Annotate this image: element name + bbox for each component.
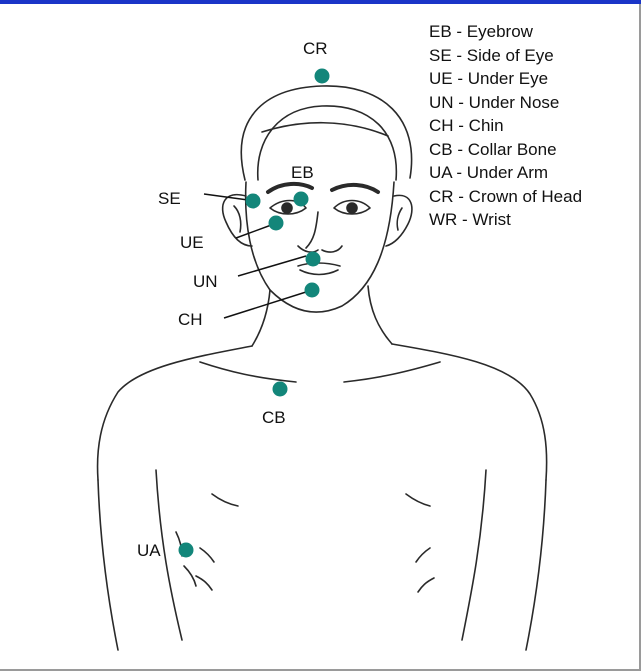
legend-item-ua: UA - Under Arm [429, 161, 582, 185]
legend-item-ue: UE - Under Eye [429, 67, 582, 91]
label-ue: UE [180, 233, 204, 252]
leader-lines [204, 194, 306, 318]
legend-item-ch: CH - Chin [429, 114, 582, 138]
point-ue-dot [269, 216, 284, 231]
point-cr-dot [315, 69, 330, 84]
legend-item-wr: WR - Wrist [429, 208, 582, 232]
point-ua-dot [179, 543, 194, 558]
label-ch: CH [178, 310, 203, 329]
label-cb: CB [262, 408, 286, 427]
label-eb: EB [291, 163, 314, 182]
point-se-dot [246, 194, 261, 209]
legend-item-se: SE - Side of Eye [429, 44, 582, 68]
point-un-dot [306, 252, 321, 267]
legend-item-eb: EB - Eyebrow [429, 20, 582, 44]
legend-item-un: UN - Under Nose [429, 91, 582, 115]
point-cb-dot [273, 382, 288, 397]
label-se: SE [158, 189, 181, 208]
legend: EB - Eyebrow SE - Side of Eye UE - Under… [429, 20, 582, 232]
label-cr: CR [303, 39, 328, 58]
legend-item-cb: CB - Collar Bone [429, 138, 582, 162]
legend-item-cr: CR - Crown of Head [429, 185, 582, 209]
label-ua: UA [137, 541, 161, 560]
point-labels: CR EB SE UE UN CH CB UA [137, 39, 328, 560]
point-ch-dot [305, 283, 320, 298]
point-eb-dot [294, 192, 309, 207]
label-un: UN [193, 272, 218, 291]
